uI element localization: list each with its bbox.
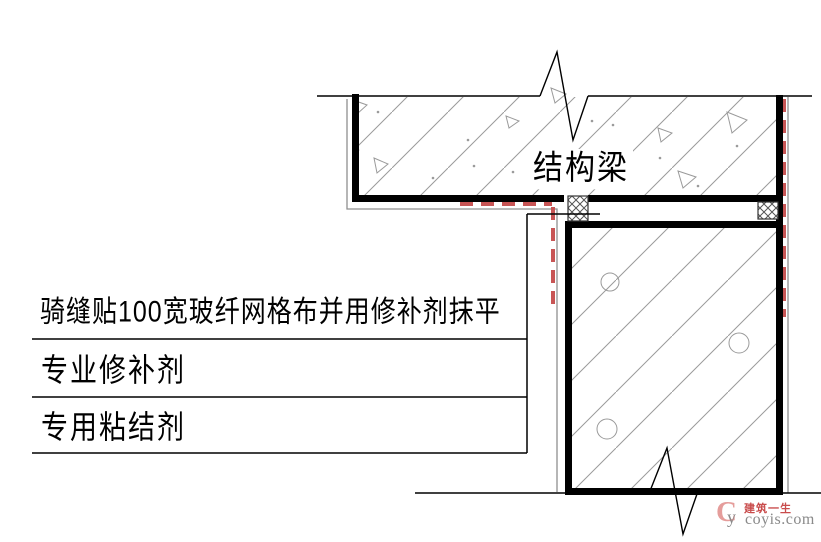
joint-mesh-box-right xyxy=(757,201,779,220)
repair-scope-dashed-line-left xyxy=(460,202,555,307)
aggregate-marks-wall xyxy=(596,272,750,440)
annotation-underlines xyxy=(32,338,527,454)
break-symbol-bottom xyxy=(649,445,698,537)
annotation-adhesive-label: 专用粘结剂 xyxy=(41,409,186,446)
concrete-hatch-wall xyxy=(572,228,776,488)
watermark-logo: C y 建筑一生 coyis.com xyxy=(714,495,819,535)
annotation-mesh-label: 骑缝贴100宽玻纤网格布并用修补剂抹平 xyxy=(40,295,501,329)
beam-label: 结构梁 xyxy=(529,149,633,190)
wall-outline xyxy=(565,221,783,495)
leader-lines xyxy=(526,213,600,453)
watermark-site-url: coyis.com xyxy=(745,511,815,528)
break-symbol-top xyxy=(539,49,589,143)
beam-outline xyxy=(352,94,783,492)
joint-mesh-box-left xyxy=(567,195,589,222)
aggregate-marks-beam xyxy=(352,87,748,189)
finish-offset-line-left xyxy=(346,99,558,492)
watermark-brand-name: 建筑一生 xyxy=(744,503,792,515)
logo-c-icon: C xyxy=(716,496,737,528)
annotation-repair-agent-label: 专业修补剂 xyxy=(41,352,186,389)
logo-y-icon: y xyxy=(727,507,736,527)
